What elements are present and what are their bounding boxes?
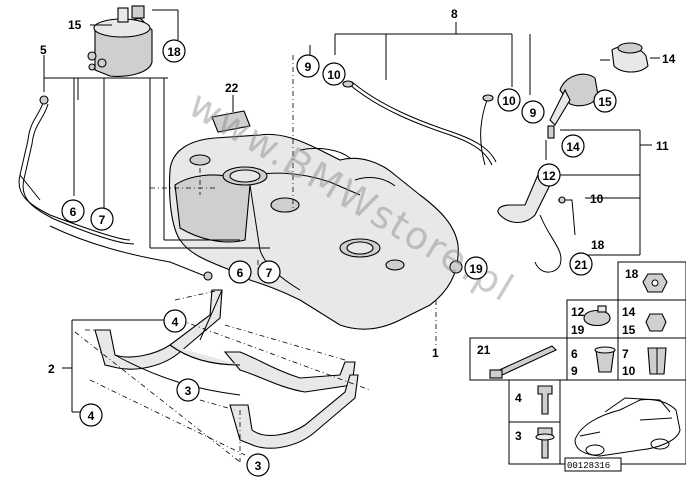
callout-number-c14: 14 — [566, 140, 580, 154]
label-11: 10 — [590, 192, 604, 206]
legend-14: 14 — [622, 305, 636, 319]
callout-number-c12: 12 — [542, 169, 556, 183]
callout-circle-c18 — [162, 39, 186, 63]
legend-12: 12 — [571, 305, 585, 319]
legend-10: 10 — [622, 364, 636, 378]
legend-9: 9 — [571, 364, 578, 378]
callout-number-c10b: 10 — [502, 94, 516, 108]
legend-19: 19 — [571, 323, 585, 337]
callout-number-c15: 15 — [598, 95, 612, 109]
tank-strap — [94, 289, 359, 449]
label-22: 22 — [225, 81, 239, 95]
part-22-pad — [211, 110, 251, 133]
label-16: 14 — [662, 52, 676, 66]
callout-circle-c6b — [228, 260, 252, 284]
callout-circle-c21 — [569, 252, 593, 276]
label-2: 2 — [48, 362, 55, 376]
label-17: 15 — [68, 18, 82, 32]
callout-circle-c15 — [593, 89, 617, 113]
label-20: 18 — [591, 238, 605, 252]
callout-circle-c10a — [322, 62, 346, 86]
legend-table — [469, 261, 686, 472]
callout-circle-c9b — [521, 100, 545, 124]
callout-number-c3a: 3 — [185, 384, 192, 398]
callout-number-c18: 18 — [167, 45, 181, 59]
legend-15: 15 — [622, 323, 636, 337]
reference-code: 00128316 — [567, 461, 610, 471]
label-1: 1 — [432, 346, 439, 360]
callout-circle-c3a — [176, 378, 200, 402]
legend-21: 21 — [477, 343, 491, 357]
callout-circle-c4b — [79, 403, 103, 427]
vent-hose — [342, 80, 497, 166]
label-13: 11 — [656, 139, 669, 153]
callout-number-c3b: 3 — [255, 459, 262, 473]
legend-6: 6 — [571, 347, 578, 361]
label-8: 8 — [451, 7, 458, 21]
callout-number-c9a: 9 — [305, 60, 312, 74]
callout-circle-c7a — [90, 207, 114, 231]
legend-7: 7 — [622, 347, 629, 361]
callout-circle-c10b — [497, 88, 521, 112]
fuel-pump-unit — [87, 5, 153, 77]
callout-circle-c4a — [163, 309, 187, 333]
vehicle-silhouette — [574, 397, 681, 457]
callout-number-c10a: 10 — [327, 68, 341, 82]
callout-number-c21: 21 — [574, 258, 588, 272]
callout-circle-c7b — [257, 260, 281, 284]
fuel-feed-line — [18, 95, 213, 281]
callout-number-c7a: 7 — [99, 213, 106, 227]
callout-circle-c14 — [561, 134, 585, 158]
bolt-icon — [537, 385, 553, 415]
callout-circle-c3b — [246, 453, 270, 477]
legend-18: 18 — [625, 267, 639, 281]
callout-circle-c6a — [61, 199, 85, 223]
legend-3: 3 — [515, 429, 522, 443]
legend-4: 4 — [515, 391, 522, 405]
callout-number-c4b: 4 — [88, 409, 95, 423]
callout-circle-c12 — [537, 163, 561, 187]
label-5: 5 — [40, 43, 47, 57]
callout-number-c9b: 9 — [530, 106, 537, 120]
callout-number-c6b: 6 — [237, 266, 244, 280]
callout-circle-c19 — [464, 256, 488, 280]
fuel-tank — [168, 133, 463, 330]
callout-number-c4a: 4 — [172, 315, 179, 329]
callout-number-c7b: 7 — [266, 266, 273, 280]
nut-icon-small — [645, 313, 667, 332]
hose-clamp-icon — [583, 309, 611, 327]
callout-number-c19: 19 — [469, 262, 483, 276]
callout-circle-c9a — [296, 54, 320, 78]
callout-number-c6a: 6 — [70, 205, 77, 219]
